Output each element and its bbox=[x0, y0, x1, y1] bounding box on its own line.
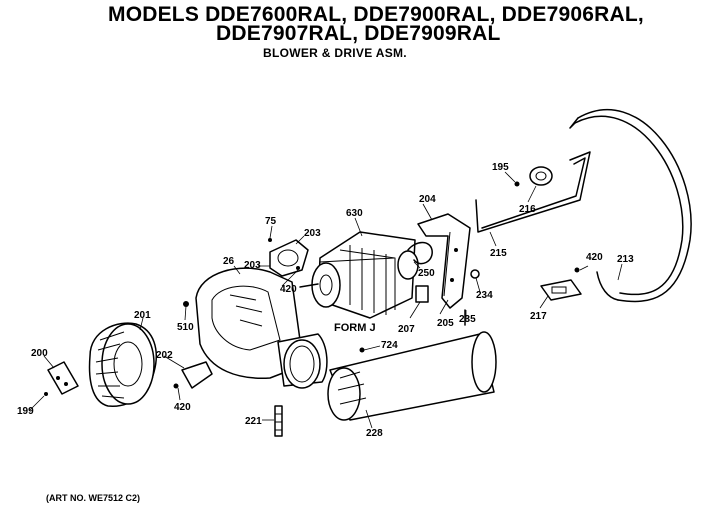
art-number: (ART NO. WE7512 C2) bbox=[46, 493, 141, 503]
thermostat-bracket-drawing bbox=[44, 361, 79, 396]
part-label-215: 215 bbox=[490, 248, 507, 259]
part-label-630: 630 bbox=[346, 208, 363, 219]
part-label-234: 234 bbox=[476, 290, 493, 301]
part-label-216: 216 bbox=[519, 204, 536, 215]
part-label-510: 510 bbox=[177, 322, 194, 333]
duct-seal-drawing bbox=[274, 405, 283, 437]
part-label-204: 204 bbox=[419, 194, 436, 205]
part-label-420-switch: 420 bbox=[586, 252, 603, 263]
part-label-213: 213 bbox=[617, 254, 634, 265]
drive-motor-drawing bbox=[299, 231, 433, 319]
idler-pulley-drawing bbox=[514, 166, 553, 187]
part-label-199: 199 bbox=[17, 406, 34, 417]
part-label-203-lower: 203 bbox=[244, 260, 261, 271]
motor-mount-ring-drawing bbox=[268, 238, 309, 277]
drum-belt-drawing bbox=[569, 109, 692, 303]
leader-lines bbox=[29, 171, 623, 429]
diagram-title-line-2: DDE7907RAL, DDE7909RAL bbox=[216, 22, 501, 45]
part-label-217: 217 bbox=[530, 311, 547, 322]
pulley-screw bbox=[514, 181, 520, 187]
part-label-724: 724 bbox=[381, 340, 398, 351]
part-label-235: 235 bbox=[459, 314, 476, 325]
diagram-title-line-1: MODELS DDE7600RAL, DDE7900RAL, DDE7906RA… bbox=[108, 3, 644, 26]
part-label-26: 26 bbox=[223, 256, 235, 267]
part-label-75: 75 bbox=[265, 216, 277, 227]
part-label-420-fan: 420 bbox=[174, 402, 191, 413]
motor-bracket-drawing bbox=[417, 213, 480, 326]
part-label-250: 250 bbox=[418, 268, 435, 279]
part-label-205: 205 bbox=[437, 318, 454, 329]
part-label-195: 195 bbox=[492, 162, 509, 173]
part-number-labels: 195 216 630 204 75 203 203 26 420 250 21… bbox=[17, 162, 634, 439]
part-label-221: 221 bbox=[245, 416, 262, 427]
diagram-subtitle: BLOWER & DRIVE ASM. bbox=[263, 46, 407, 60]
part-label-228: 228 bbox=[366, 428, 383, 439]
part-label-203-upper: 203 bbox=[304, 228, 321, 239]
belt-switch-drawing bbox=[540, 267, 582, 301]
form-label: FORM J bbox=[334, 322, 376, 334]
idler-arm-drawing bbox=[475, 151, 591, 233]
blower-housing-drawing bbox=[195, 267, 328, 389]
part-label-200: 200 bbox=[31, 348, 48, 359]
part-label-202: 202 bbox=[156, 350, 173, 361]
part-label-420-motor: 420 bbox=[280, 284, 297, 295]
blower-wheel-drawing bbox=[88, 322, 157, 407]
exhaust-duct-drawing bbox=[327, 331, 497, 421]
part-label-207: 207 bbox=[398, 324, 415, 335]
fan-clip-drawing bbox=[173, 301, 213, 389]
part-label-201: 201 bbox=[134, 310, 151, 321]
